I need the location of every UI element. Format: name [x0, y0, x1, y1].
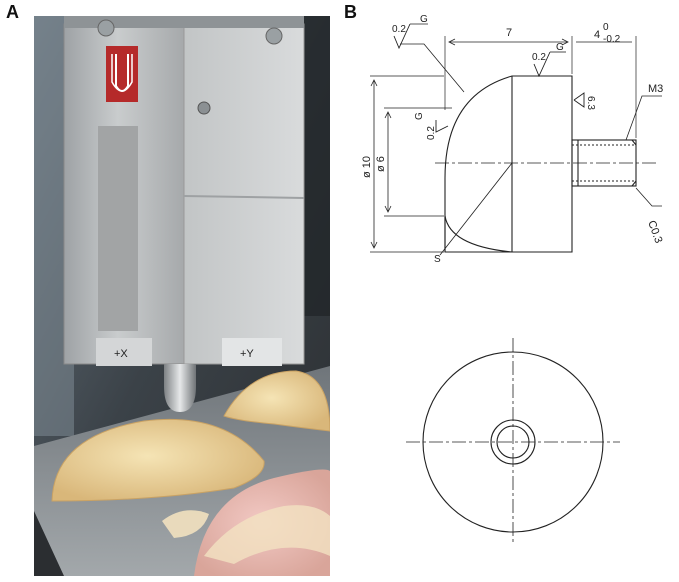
probe-photo: +X +Y — [34, 16, 330, 576]
axis-x-plate — [96, 338, 152, 366]
dim-thread: M3 — [648, 83, 663, 95]
probe-tip-drawing: 7 4 0 -0.2 M3 C0.3 ø 10 ø 6 0.2 G 0.2 G … — [361, 14, 664, 545]
panel-label-b: B — [344, 2, 357, 22]
probe-hemisphere — [164, 386, 196, 412]
dim-outer-dia: ø 10 — [361, 156, 373, 178]
body-outline — [444, 75, 573, 253]
tissue-sample-right — [223, 370, 330, 432]
roughness-top-right: 0.2 — [532, 52, 546, 63]
roughness-side-g: G — [414, 112, 425, 120]
probe-tip — [164, 364, 196, 386]
dim-chamfer: C0.3 — [645, 219, 664, 245]
axis-y-label: +Y — [240, 348, 254, 360]
roughness-face: 6.3 — [585, 96, 596, 110]
dim-length: 7 — [506, 27, 512, 39]
probe-body-side — [183, 23, 305, 365]
dim-thread-tol-upper: 0 — [603, 22, 609, 33]
axis-x-label: +X — [114, 348, 128, 360]
roughness-top-right-g: G — [556, 42, 564, 53]
arc-lower — [444, 215, 513, 253]
label-patch — [98, 126, 138, 331]
roughness-side: 0.2 — [426, 126, 437, 140]
dim-thread-tol-lower: -0.2 — [603, 34, 621, 45]
roughness-top-left-g: G — [420, 14, 428, 25]
dim-thread-length: 4 — [594, 29, 600, 41]
logo-badge — [106, 46, 138, 102]
dim-inner-dia: ø 6 — [375, 156, 387, 172]
tissue-sample-main — [51, 418, 265, 502]
panel-label-a: A — [6, 2, 19, 22]
axis-y-plate — [222, 338, 282, 366]
roughness-top-left: 0.2 — [392, 24, 406, 35]
radius-label: S — [434, 254, 441, 265]
